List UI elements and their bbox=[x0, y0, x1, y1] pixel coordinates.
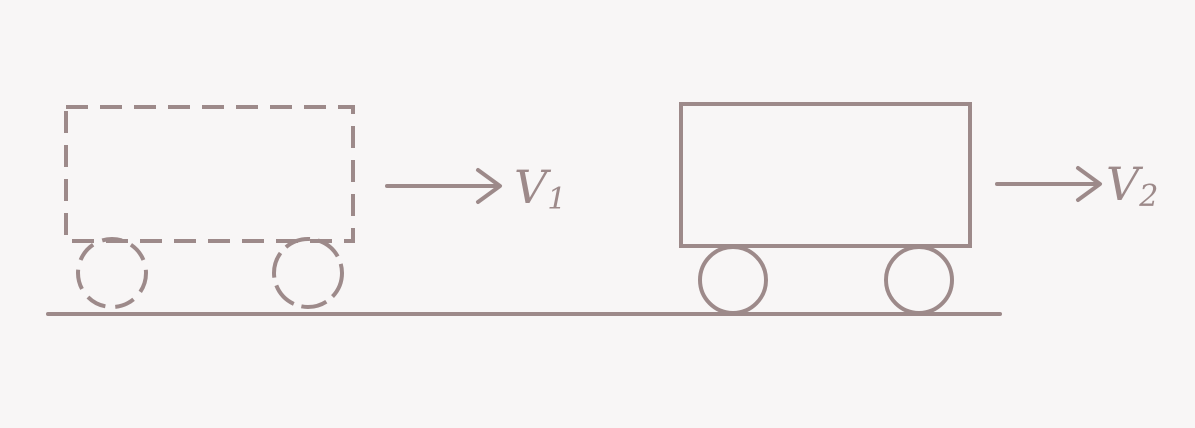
cart-2-solid bbox=[679, 102, 972, 315]
velocity-label-1: V1 bbox=[514, 160, 566, 217]
velocity-arrow-1 bbox=[385, 168, 502, 204]
cart-1-wheel-left bbox=[76, 237, 148, 309]
arrow-1-head bbox=[476, 168, 502, 204]
velocity-label-2-sub: 2 bbox=[1138, 179, 1158, 214]
cart-2-wheel-right bbox=[884, 245, 954, 315]
cart-1-dashed bbox=[64, 105, 355, 309]
velocity-label-2: V2 bbox=[1106, 157, 1158, 214]
velocity-arrow-2 bbox=[995, 166, 1102, 202]
cart-1-body bbox=[64, 105, 355, 243]
arrow-2-head bbox=[1076, 166, 1102, 202]
velocity-label-1-main: V bbox=[514, 160, 552, 214]
velocity-label-1-sub: 1 bbox=[547, 182, 566, 217]
cart-2-wheel-left bbox=[698, 245, 768, 315]
cart-1-wheel-right bbox=[272, 237, 344, 309]
cart-2-body bbox=[679, 102, 972, 248]
velocity-label-2-main: V bbox=[1106, 157, 1144, 211]
